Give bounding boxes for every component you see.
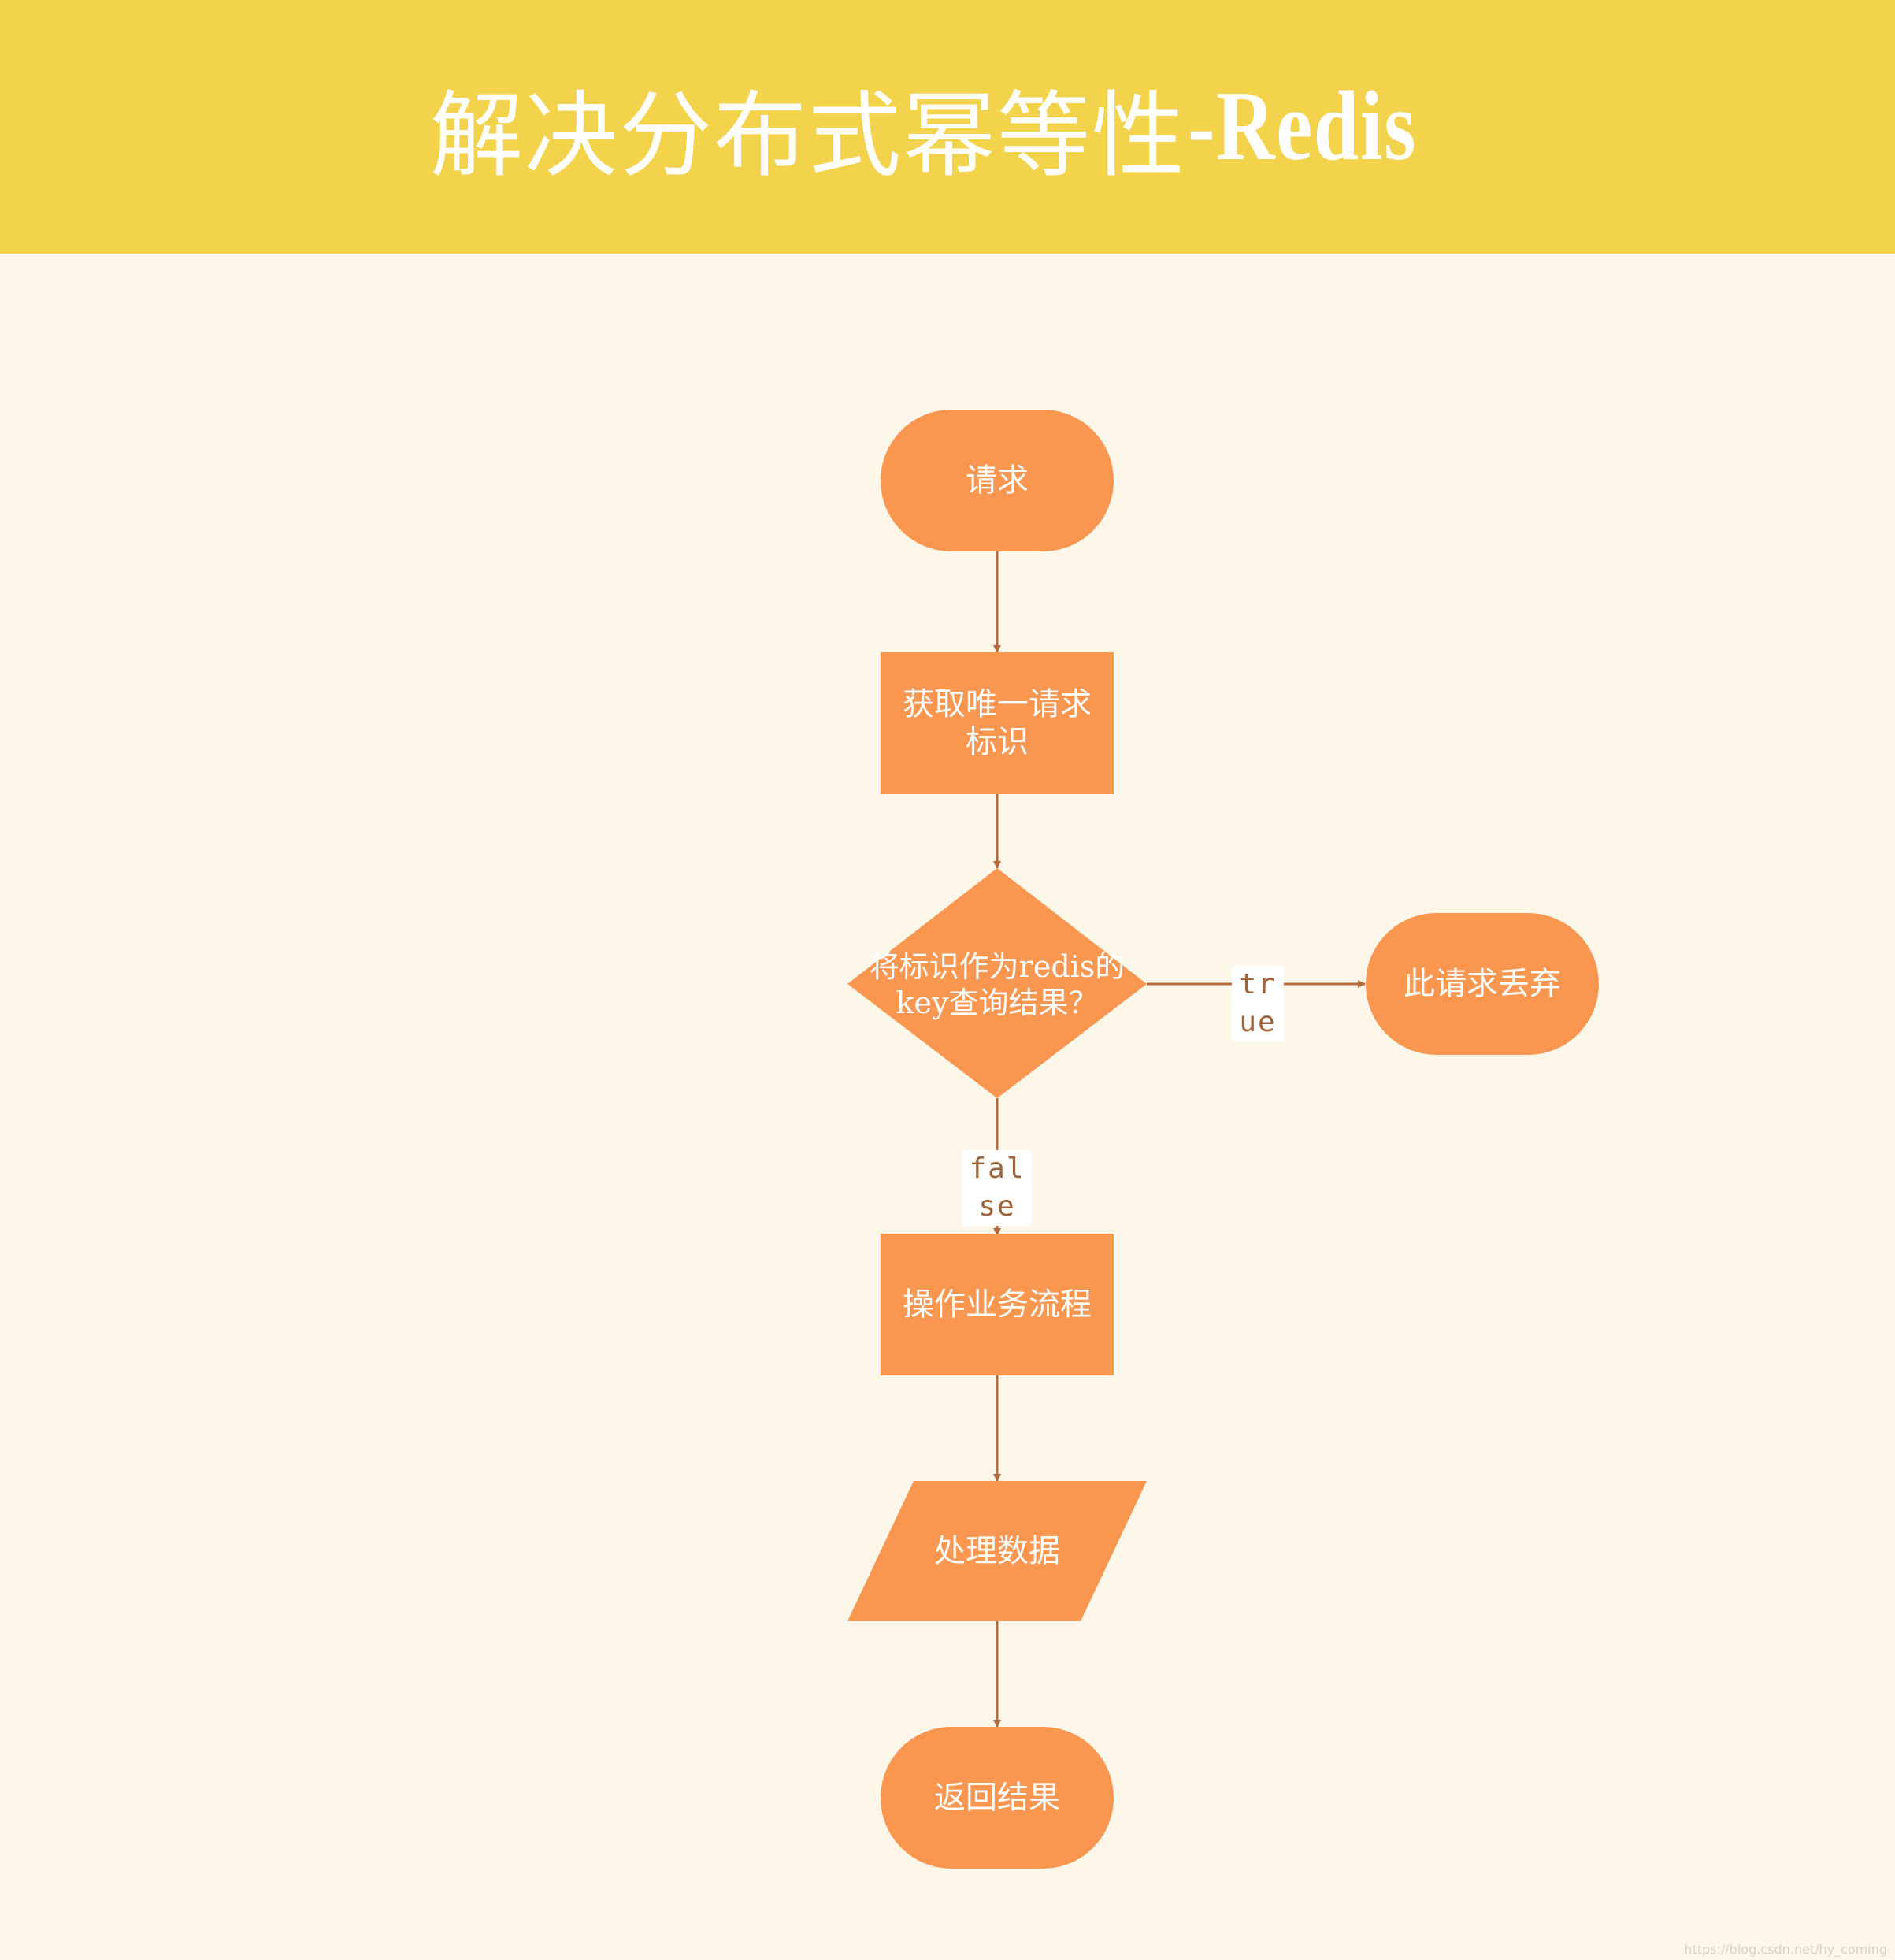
node-end-shape [881,1727,1114,1869]
node-discard-shape [1366,913,1599,1055]
title-main: 解决分布式幂等性 [429,80,1186,190]
node-business-shape [881,1234,1114,1375]
page-title: 解决分布式幂等性-Redis [0,0,1895,254]
node-decision-shape [847,868,1147,1098]
node-start-shape [881,410,1114,551]
edge-label-true: true [1232,966,1284,1041]
node-discard-label: 此请求丢弃 [1404,966,1561,1002]
node-process-shape [847,1481,1147,1621]
node-get-id-shape [881,652,1114,794]
watermark: https://blog.csdn.net/hy_coming [1684,1942,1887,1957]
node-start-label: 请求 [966,462,1029,499]
node-business-label: 操作业务流程 [903,1286,1092,1323]
node-end-label: 返回结果 [934,1780,1060,1816]
edge-label-false: false [962,1150,1032,1226]
node-get-id-label: 获取唯一请求标识 [903,686,1092,760]
node-process-label: 处理数据 [934,1533,1060,1569]
header-banner [0,0,1895,254]
title-suffix: -Redis [1188,72,1418,181]
node-decision-label: 将标识作为redis的key查询结果？ [869,949,1126,1020]
